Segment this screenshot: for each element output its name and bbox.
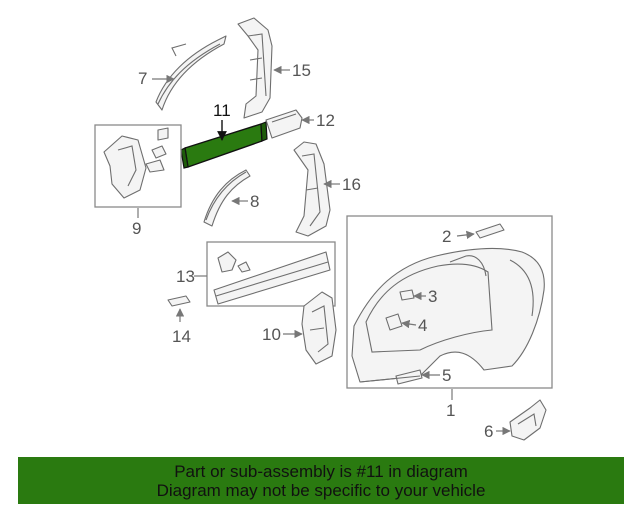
label-2: 2: [442, 227, 451, 246]
frame-part-13: [206, 241, 336, 307]
part-7-rail[interactable]: [155, 35, 227, 111]
label-3: 3: [428, 287, 437, 306]
banner-line-2: Diagram may not be specific to your vehi…: [156, 481, 486, 500]
part-9-assembly[interactable]: [103, 127, 169, 199]
parts-diagram: 7 15 11 12 9 8 16: [94, 17, 553, 441]
label-10: 10: [262, 325, 281, 344]
part-13-sill[interactable]: [213, 251, 331, 305]
label-13: 13: [176, 267, 195, 286]
part-10-pillar[interactable]: [301, 291, 337, 365]
part-11-highlighted[interactable]: [180, 121, 268, 169]
banner-line-1: Part or sub-assembly is #11 in diagram: [174, 462, 468, 481]
label-5: 5: [442, 366, 451, 385]
label-1: 1: [446, 401, 455, 420]
part-16-pillar[interactable]: [293, 141, 331, 237]
part-2-patch[interactable]: [475, 223, 505, 239]
label-11: 11: [213, 101, 231, 120]
part-8-rail[interactable]: [203, 169, 251, 227]
part-12-bracket[interactable]: [265, 109, 303, 139]
label-14: 14: [172, 327, 191, 346]
part-14-clip[interactable]: [167, 295, 191, 307]
label-6: 6: [484, 422, 493, 441]
part-6-bracket[interactable]: [509, 399, 547, 441]
frame-part-9: [94, 124, 182, 208]
part-15-pillar[interactable]: [237, 17, 273, 119]
label-9: 9: [132, 219, 141, 238]
part-1-body-side[interactable]: [351, 247, 545, 385]
frame-part-1: [346, 215, 553, 389]
label-12: 12: [316, 111, 335, 130]
label-15: 15: [292, 61, 311, 80]
info-banner: Part or sub-assembly is #11 in diagram D…: [18, 457, 624, 504]
label-8: 8: [250, 192, 259, 211]
label-4: 4: [418, 316, 427, 335]
label-16: 16: [342, 175, 361, 194]
label-7: 7: [138, 69, 147, 88]
